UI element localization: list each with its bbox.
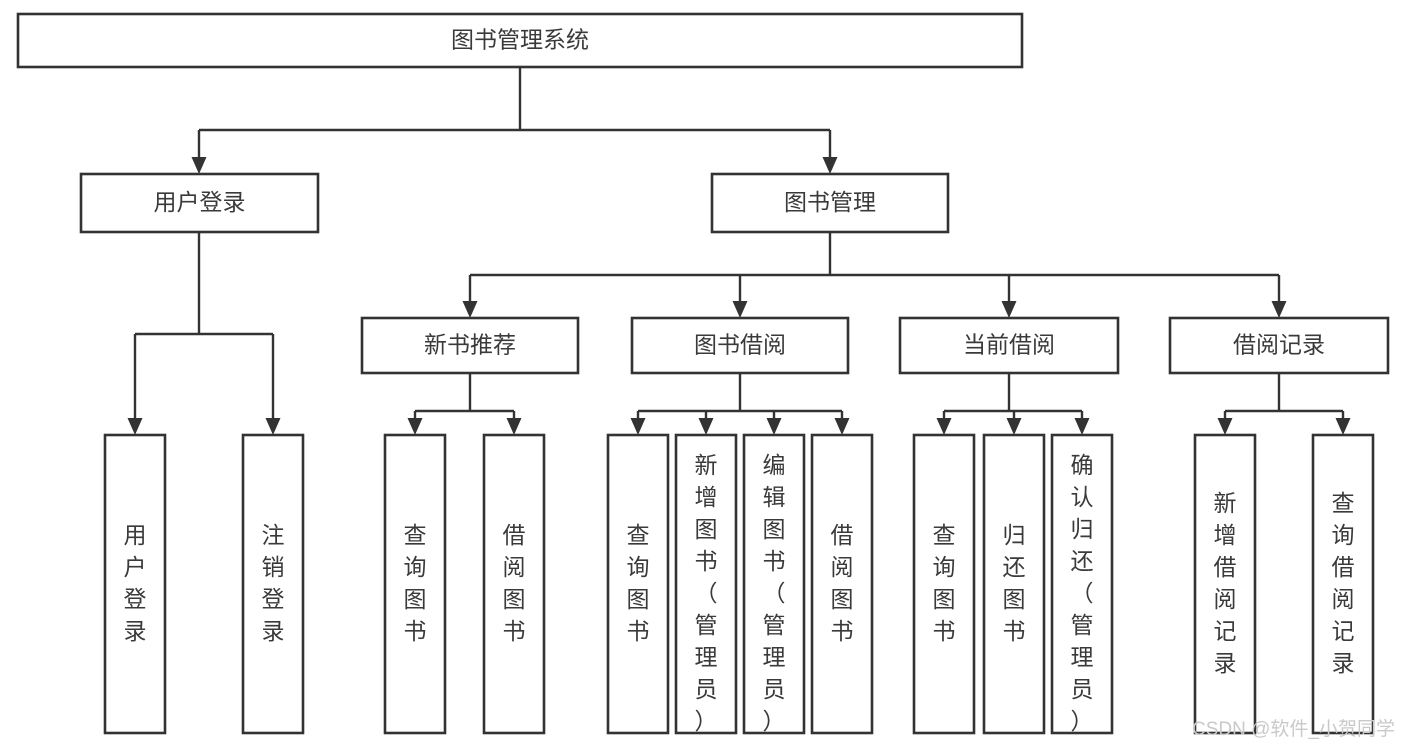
- node-label-leaf-query-book-recommend: 查询图书: [404, 522, 427, 644]
- node-box-new-book-recommend[interactable]: [360, 316, 580, 375]
- arrow-current-borrow: [1001, 301, 1017, 318]
- node-box-book-management[interactable]: [710, 172, 950, 234]
- node-box-leaf-edit-book[interactable]: [742, 433, 806, 735]
- node-label-current-borrow: 当前借阅: [963, 332, 1055, 358]
- arrow-leaf-add-book: [698, 418, 714, 435]
- node-leaf-borrow-book[interactable]: 借阅图书: [810, 433, 874, 735]
- arrow-leaf-user-login: [127, 418, 143, 435]
- node-label-leaf-borrow-book: 借阅图书: [831, 522, 854, 644]
- node-label-borrow-records: 借阅记录: [1233, 332, 1325, 358]
- arrow-leaf-edit-book: [766, 418, 782, 435]
- arrow-book-borrow: [732, 301, 748, 318]
- node-label-leaf-logout: 注销登录: [262, 522, 285, 644]
- node-box-leaf-query-borrow-record[interactable]: [1311, 433, 1375, 735]
- node-box-user-login[interactable]: [79, 172, 320, 234]
- node-label-leaf-add-borrow-record: 新增借阅记录: [1214, 490, 1237, 676]
- node-book-management[interactable]: 图书管理: [710, 172, 950, 234]
- node-box-current-borrow[interactable]: [898, 316, 1120, 375]
- node-leaf-query-book-current[interactable]: 查询图书: [912, 433, 976, 735]
- node-label-leaf-add-book: 新增图书（管理员）: [695, 452, 718, 734]
- node-box-book-borrow[interactable]: [630, 316, 850, 375]
- node-leaf-query-borrow-record[interactable]: 查询借阅记录: [1311, 433, 1375, 735]
- node-box-leaf-borrow-book-recommend[interactable]: [482, 433, 546, 735]
- arrow-leaf-query-recommend: [407, 418, 423, 435]
- node-box-leaf-borrow-book[interactable]: [810, 433, 874, 735]
- node-leaf-borrow-book-recommend[interactable]: 借阅图书: [482, 433, 546, 735]
- node-box-root[interactable]: [16, 12, 1024, 69]
- arrow-leaf-borrow-book: [834, 418, 850, 435]
- node-label-leaf-edit-book: 编辑图书（管理员）: [763, 452, 786, 734]
- arrow-leaf-confirm-return: [1074, 418, 1090, 435]
- arrow-leaf-borrow-recommend: [506, 418, 522, 435]
- node-box-borrow-records[interactable]: [1168, 316, 1390, 375]
- node-leaf-confirm-return[interactable]: 确认归还（管理员）: [1050, 433, 1114, 735]
- node-new-book-recommend[interactable]: 新书推荐: [360, 316, 580, 375]
- arrow-leaf-query-current: [936, 418, 952, 435]
- node-box-leaf-logout[interactable]: [241, 433, 305, 735]
- node-label-leaf-query-borrow-record: 查询借阅记录: [1332, 490, 1355, 676]
- node-label-new-book-recommend: 新书推荐: [424, 332, 516, 358]
- node-box-leaf-add-borrow-record[interactable]: [1193, 433, 1257, 735]
- node-box-leaf-query-book-borrow[interactable]: [606, 433, 670, 735]
- node-current-borrow[interactable]: 当前借阅: [898, 316, 1120, 375]
- node-leaf-add-borrow-record[interactable]: 新增借阅记录: [1193, 433, 1257, 735]
- node-book-borrow[interactable]: 图书借阅: [630, 316, 850, 375]
- node-label-leaf-return-book: 归还图书: [1003, 522, 1026, 644]
- node-label-book-borrow: 图书借阅: [694, 332, 786, 358]
- node-box-leaf-confirm-return[interactable]: [1050, 433, 1114, 735]
- nodes-group: 图书管理系统用户登录图书管理新书推荐图书借阅当前借阅借阅记录用户登录注销登录查询…: [16, 12, 1390, 735]
- arrow-leaf-query-record: [1335, 418, 1351, 435]
- node-borrow-records[interactable]: 借阅记录: [1168, 316, 1390, 375]
- node-box-leaf-query-book-current[interactable]: [912, 433, 976, 735]
- node-box-leaf-query-book-recommend[interactable]: [383, 433, 447, 735]
- arrow-heads-group: [127, 157, 1351, 435]
- node-box-leaf-add-book[interactable]: [674, 433, 738, 735]
- arrow-leaf-query-borrow: [630, 418, 646, 435]
- node-leaf-query-book-borrow[interactable]: 查询图书: [606, 433, 670, 735]
- node-label-user-login: 用户登录: [154, 189, 246, 215]
- arrow-user-login: [191, 157, 207, 174]
- node-leaf-user-login[interactable]: 用户登录: [103, 433, 167, 735]
- arrow-new-book-recommend: [462, 301, 478, 318]
- node-leaf-query-book-recommend[interactable]: 查询图书: [383, 433, 447, 735]
- arrow-leaf-add-record: [1217, 418, 1233, 435]
- node-label-leaf-borrow-book-recommend: 借阅图书: [503, 522, 526, 644]
- node-user-login[interactable]: 用户登录: [79, 172, 320, 234]
- node-leaf-logout[interactable]: 注销登录: [241, 433, 305, 735]
- node-label-leaf-confirm-return: 确认归还（管理员）: [1071, 452, 1094, 734]
- arrow-book-mgmt: [822, 157, 838, 174]
- arrow-leaf-return-book: [1006, 418, 1022, 435]
- node-label-leaf-query-book-current: 查询图书: [933, 522, 956, 644]
- arrow-leaf-logout: [265, 418, 281, 435]
- arrow-borrow-records: [1271, 301, 1287, 318]
- node-label-leaf-query-book-borrow: 查询图书: [627, 522, 650, 644]
- node-leaf-edit-book[interactable]: 编辑图书（管理员）: [742, 433, 806, 735]
- node-root[interactable]: 图书管理系统: [16, 12, 1024, 69]
- node-box-leaf-return-book[interactable]: [982, 433, 1046, 735]
- node-label-leaf-user-login: 用户登录: [124, 522, 147, 644]
- node-leaf-return-book[interactable]: 归还图书: [982, 433, 1046, 735]
- node-box-leaf-user-login[interactable]: [103, 433, 167, 735]
- node-leaf-add-book[interactable]: 新增图书（管理员）: [674, 433, 738, 735]
- node-label-book-management: 图书管理: [784, 189, 876, 215]
- node-label-root: 图书管理系统: [451, 27, 589, 53]
